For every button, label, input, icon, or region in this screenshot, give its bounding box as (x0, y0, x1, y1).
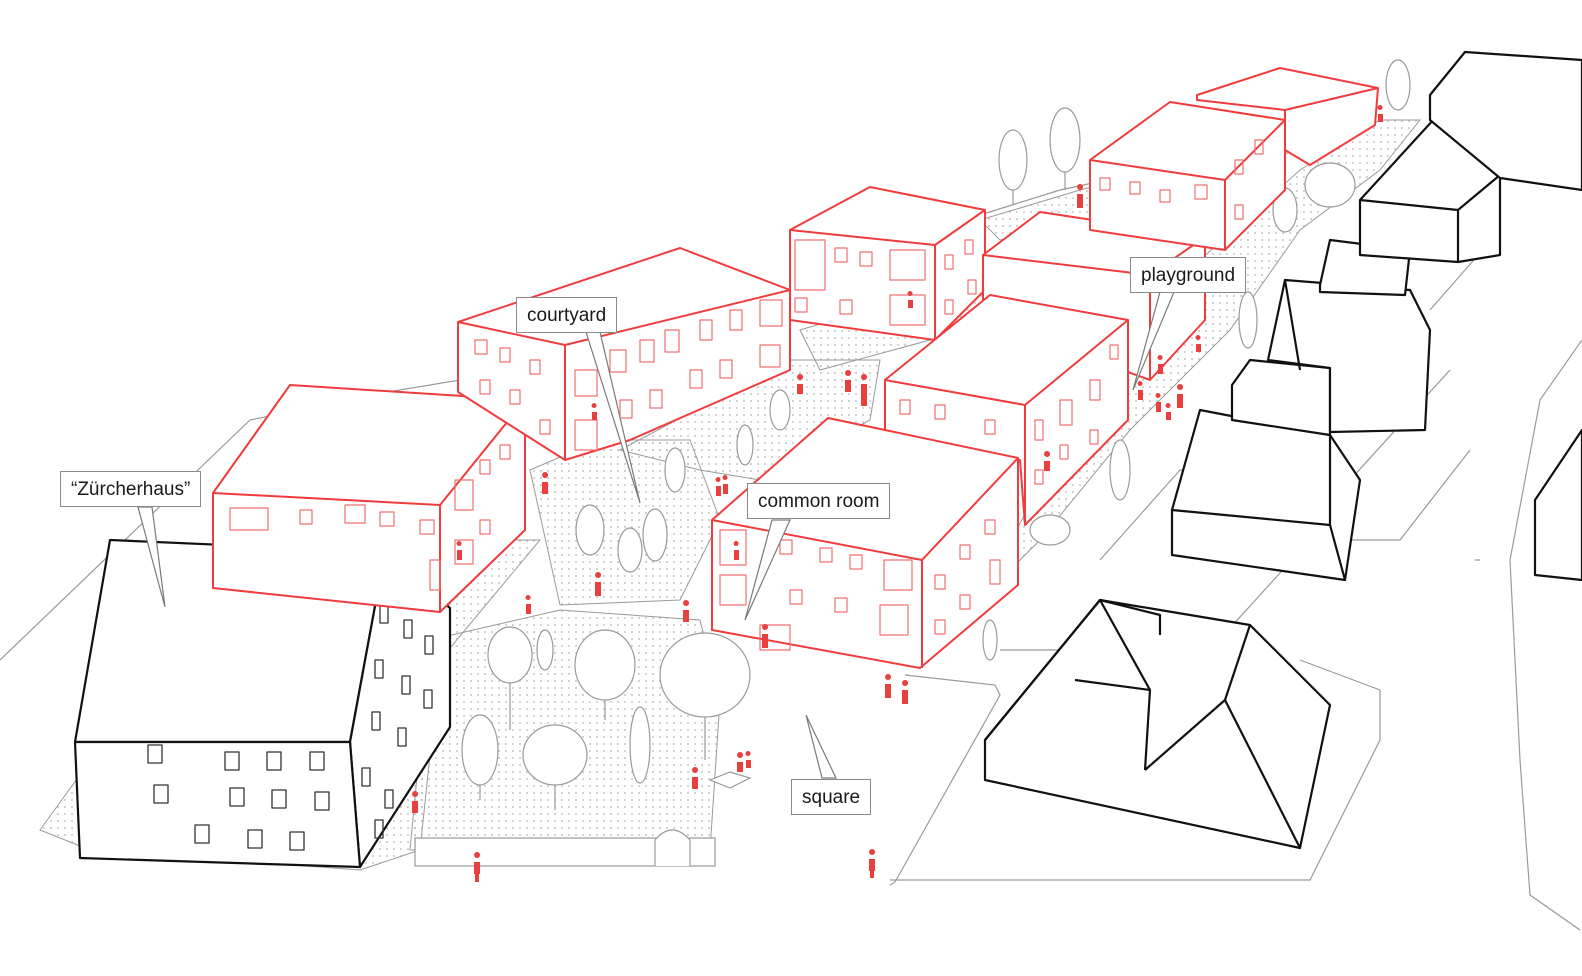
person (745, 751, 751, 768)
person (733, 541, 739, 560)
tree (617, 527, 643, 573)
tree (574, 629, 636, 701)
tree (664, 447, 686, 493)
building-south-west (212, 384, 526, 613)
tree (1385, 59, 1411, 111)
person (885, 674, 892, 698)
person (412, 791, 419, 813)
pointer-zurcherhaus (137, 506, 166, 608)
person (869, 849, 876, 878)
label-zurcherhaus: “Zürcherhaus” (60, 471, 202, 507)
tree (736, 424, 754, 466)
tree (998, 129, 1028, 191)
person (737, 752, 744, 772)
person (1165, 403, 1171, 420)
tree (982, 619, 998, 661)
person (1044, 451, 1051, 471)
tree (659, 632, 751, 718)
tree (461, 714, 499, 786)
house-east-2 (1230, 278, 1432, 437)
label-square: square (791, 779, 872, 815)
house-east-5 (1428, 50, 1582, 192)
building-north-center (789, 186, 986, 341)
person (907, 291, 913, 308)
tree (1109, 439, 1131, 501)
house-east-6 (1533, 428, 1582, 582)
building-east-center (884, 294, 1129, 526)
person (683, 600, 690, 622)
person (722, 475, 728, 494)
tree (629, 706, 651, 784)
label-common-room: common room (747, 483, 891, 519)
twin-gable-house (983, 598, 1332, 850)
person (1377, 105, 1383, 122)
person (1077, 184, 1084, 208)
person (1155, 393, 1161, 412)
person (1195, 335, 1201, 352)
person (902, 680, 909, 704)
trees (461, 59, 1411, 810)
person (845, 370, 852, 392)
existing-buildings (73, 50, 1582, 869)
tree (487, 626, 533, 684)
label-playground: playground (1130, 257, 1247, 293)
zurcherhaus-building (73, 538, 452, 869)
person (595, 572, 602, 596)
people (412, 105, 1383, 882)
person (525, 595, 531, 614)
person (692, 767, 699, 789)
person (1157, 355, 1163, 374)
tree (1238, 291, 1258, 349)
person (456, 541, 462, 560)
building-far-north-east (1196, 67, 1379, 166)
person (797, 374, 804, 394)
zurcherhaus-facade (73, 740, 362, 869)
person (591, 403, 597, 420)
person (1177, 384, 1184, 408)
building-north-east (1089, 101, 1286, 251)
tree (642, 508, 668, 562)
person (861, 374, 868, 406)
tree (769, 389, 791, 431)
square-edges (414, 674, 1001, 886)
person (1137, 381, 1143, 400)
person (715, 477, 721, 496)
person (474, 852, 481, 882)
tree (575, 504, 605, 556)
person (542, 472, 549, 494)
tree (1029, 514, 1071, 546)
person (762, 624, 769, 648)
tree (1304, 162, 1356, 208)
pointer-square (805, 714, 837, 779)
tree (1049, 107, 1081, 173)
label-courtyard: courtyard (516, 297, 618, 333)
house-east-1 (1170, 408, 1362, 582)
tree (536, 629, 554, 671)
bench (708, 771, 752, 789)
tree (522, 724, 588, 786)
wall-gate (654, 829, 691, 866)
pointer-common-room (744, 519, 791, 621)
